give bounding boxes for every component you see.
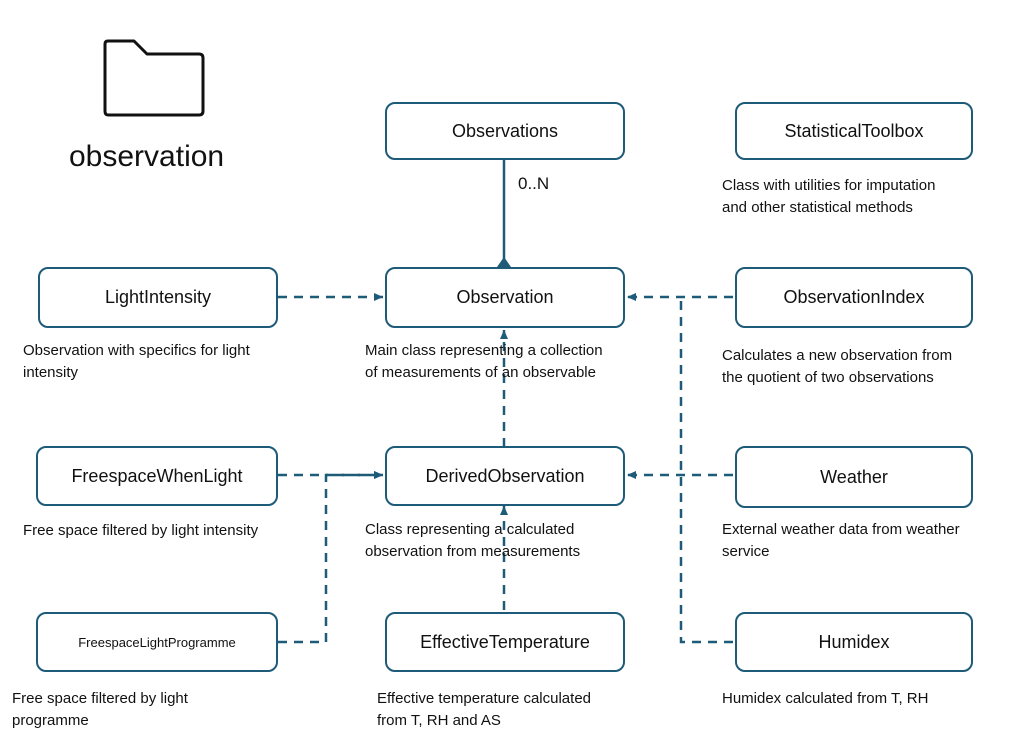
edge-humidex-observation — [679, 297, 733, 644]
edge-freespacelightprogramme-derived — [278, 471, 383, 644]
folder-icon — [103, 39, 205, 117]
description-freespace-light-programme: Free space filtered by light programme — [12, 690, 188, 729]
class-light-intensity[interactable]: LightIntensity — [38, 267, 278, 328]
class-humidex[interactable]: Humidex — [735, 612, 973, 672]
description-light-intensity: Observation with specifics for light int… — [23, 342, 250, 381]
package-title: observation — [69, 140, 225, 173]
class-effective-temperature[interactable]: EffectiveTemperature — [385, 612, 625, 672]
class-observations[interactable]: Observations — [385, 102, 625, 160]
description-effective-temperature: Effective temperature calculated from T,… — [377, 690, 592, 729]
class-observation[interactable]: Observation — [385, 267, 625, 328]
description-weather: External weather data from weather servi… — [722, 521, 960, 560]
description-humidex: Humidex calculated from T, RH — [722, 690, 929, 707]
description-derived-observation: Class representing a calculated observat… — [365, 521, 581, 560]
class-derived-observation[interactable]: DerivedObservation — [385, 446, 625, 506]
description-observation-index: Calculates a new observation from the qu… — [722, 347, 953, 386]
multiplicity-label: 0..N — [518, 174, 550, 193]
class-weather[interactable]: Weather — [735, 446, 973, 508]
description-statistical-toolbox: Class with utilities for imputation and … — [722, 177, 936, 216]
class-freespace-light-programme[interactable]: FreespaceLightProgramme — [36, 612, 278, 672]
description-freespace-when-light: Free space filtered by light intensity — [23, 522, 259, 539]
class-observation-index[interactable]: ObservationIndex — [735, 267, 973, 328]
class-freespace-when-light[interactable]: FreespaceWhenLight — [36, 446, 278, 506]
class-statistical-toolbox[interactable]: StatisticalToolbox — [735, 102, 973, 160]
description-observation: Main class representing a collection of … — [365, 342, 603, 381]
